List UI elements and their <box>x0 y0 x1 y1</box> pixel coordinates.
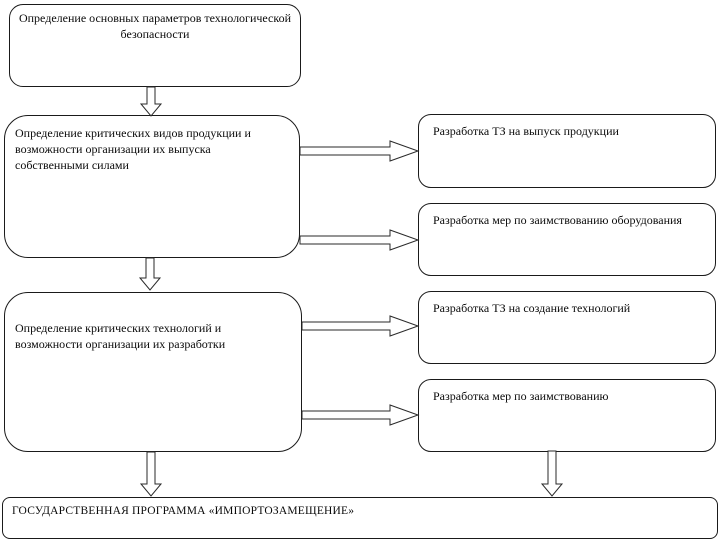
node-borrowing-measures-label: Разработка мер по заимствованию <box>433 389 609 403</box>
node-tz-technologies-label: Разработка ТЗ на создание технологий <box>433 301 631 315</box>
arrow-down-borrowing-to-program-icon <box>540 450 564 497</box>
node-main-params-label: Определение основных параметров технолог… <box>18 11 292 42</box>
node-tz-output: Разработка ТЗ на выпуск продукции <box>418 114 716 188</box>
arrow-right-technologies-to-borrowing-icon <box>301 404 420 426</box>
node-tz-technologies: Разработка ТЗ на создание технологий <box>418 291 716 364</box>
node-equipment-borrowing-measures-label: Разработка мер по заимствованию оборудов… <box>433 213 682 227</box>
node-state-program-label: ГОСУДАРСТВЕННАЯ ПРОГРАММА «ИМПОРТОЗАМЕЩЕ… <box>12 505 355 517</box>
node-critical-products: Определение критических видов продукции … <box>4 115 300 258</box>
node-borrowing-measures: Разработка мер по заимствованию <box>418 379 716 452</box>
arrow-right-technologies-to-tz-technologies-icon <box>301 315 420 337</box>
arrow-down-main-to-products-icon <box>139 86 163 117</box>
arrow-right-products-to-tz-output-icon <box>299 140 420 162</box>
node-critical-technologies: Определение критических технологий и воз… <box>4 292 302 452</box>
node-state-program: ГОСУДАРСТВЕННАЯ ПРОГРАММА «ИМПОРТОЗАМЕЩЕ… <box>2 497 718 539</box>
arrow-right-products-to-equipment-borrowing-icon <box>299 229 420 251</box>
node-critical-technologies-label: Определение критических технологий и воз… <box>15 321 226 352</box>
node-main-params: Определение основных параметров технолог… <box>9 4 301 87</box>
arrow-down-technologies-to-program-icon <box>139 451 163 497</box>
node-tz-output-label: Разработка ТЗ на выпуск продукции <box>433 124 619 138</box>
node-equipment-borrowing-measures: Разработка мер по заимствованию оборудов… <box>418 203 716 276</box>
node-critical-products-label: Определение критических видов продукции … <box>15 126 251 173</box>
arrow-down-products-to-technologies-icon <box>138 257 162 291</box>
